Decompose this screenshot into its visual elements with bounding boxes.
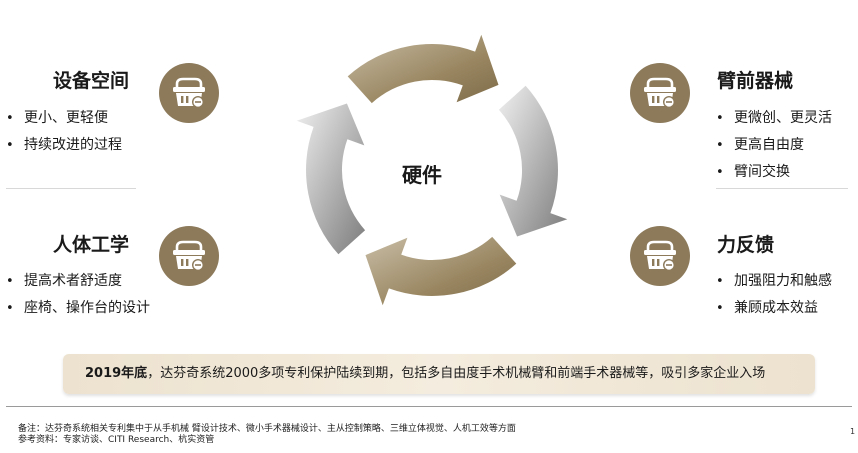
arrow-right xyxy=(498,85,568,237)
section-divider xyxy=(716,188,848,189)
device-space-bullets: 更小、更轻便 持续改进的过程 xyxy=(6,105,122,159)
section-title-force-feedback: 力反馈 xyxy=(717,234,775,256)
ergonomics-bullets: 提高术者舒适度 座椅、操作台的设计 xyxy=(6,268,150,322)
section-divider xyxy=(6,188,136,189)
bullet-item: 兼顾成本效益 xyxy=(716,295,832,322)
bullet-item: 更微创、更灵活 xyxy=(716,105,832,132)
footer-rule xyxy=(6,406,852,407)
bullet-item: 座椅、操作台的设计 xyxy=(6,295,150,322)
arm-instruments-bullets: 更微创、更灵活 更高自由度 臂间交换 xyxy=(716,105,832,186)
basket-icon xyxy=(159,226,219,286)
summary-banner: 2019年底，达芬奇系统2000多项专利保护陆续到期，包括多自由度手术机械臂和前… xyxy=(63,354,815,394)
banner-year: 2019年底 xyxy=(85,366,148,381)
section-title-ergonomics: 人体工学 xyxy=(53,234,130,256)
arrow-top xyxy=(347,34,499,104)
bullet-item: 加强阻力和触感 xyxy=(716,268,832,295)
bullet-item: 持续改进的过程 xyxy=(6,132,122,159)
footer-note: 备注：达芬奇系统相关专利集中于从手机械 臂设计技术、微小手术器械设计、主从控制策… xyxy=(18,424,516,434)
center-label: 硬件 xyxy=(402,163,442,187)
force-feedback-bullets: 加强阻力和触感 兼顾成本效益 xyxy=(716,268,832,322)
bullet-item: 更高自由度 xyxy=(716,132,832,159)
footer-source: 参考资料：专家访谈、CITI Research、杭实资管 xyxy=(18,435,215,445)
basket-icon xyxy=(159,63,219,123)
bullet-item: 臂间交换 xyxy=(716,159,832,186)
bullet-item: 更小、更轻便 xyxy=(6,105,122,132)
basket-icon xyxy=(630,63,690,123)
section-title-arm-instruments: 臂前器械 xyxy=(717,70,794,92)
bullet-item: 提高术者舒适度 xyxy=(6,268,150,295)
banner-text: ，达芬奇系统2000多项专利保护陆续到期，包括多自由度手术机械臂和前端手术器械等… xyxy=(147,366,766,381)
arrow-left xyxy=(296,103,366,255)
page-number: 1 xyxy=(850,427,856,436)
basket-icon xyxy=(630,226,690,286)
cycle-diagram xyxy=(296,34,568,306)
section-title-device-space: 设备空间 xyxy=(53,70,130,92)
arrow-bottom xyxy=(365,236,517,306)
